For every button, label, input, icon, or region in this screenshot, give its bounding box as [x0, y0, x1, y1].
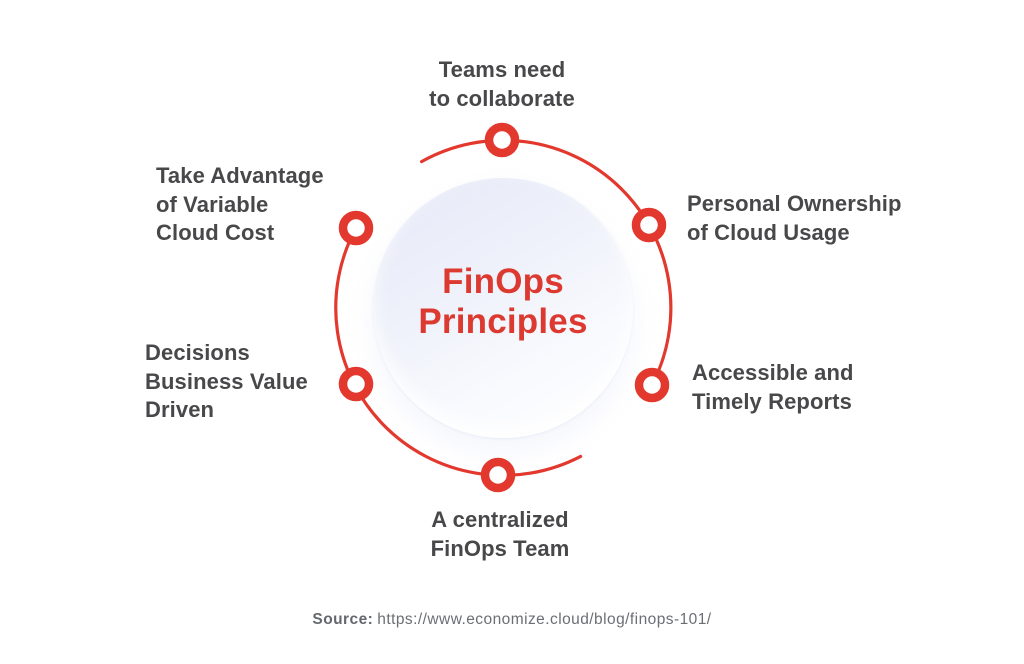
principle-label-line: of Variable — [156, 191, 269, 217]
node-a-centralized-finops-team-icon — [480, 457, 516, 493]
principle-accessible-and-timely-reports: Accessible and Timely Reports — [692, 359, 854, 416]
principle-decisions-business-value-driven: Decisions Business Value Driven — [145, 339, 308, 425]
principle-a-centralized-finops-team: A centralized FinOps Team — [388, 506, 612, 563]
principle-label-line: Accessible and — [692, 360, 854, 385]
principle-personal-ownership-of-cloud-usage: Personal Ownership of Cloud Usage — [687, 190, 902, 247]
diagram-title: FinOps Principles — [373, 262, 633, 342]
principle-label-line: Business Value — [145, 368, 308, 394]
principle-take-advantage-variable-cloud-cost: Take Advantage of Variable Cloud Cost — [156, 162, 324, 248]
principle-label-line: Personal Ownership — [687, 191, 902, 216]
node-teams-need-to-collaborate-icon — [484, 122, 520, 158]
node-decisions-business-value-driven-icon — [338, 366, 374, 402]
source-url: https://www.economize.cloud/blog/finops-… — [377, 611, 712, 628]
node-take-advantage-variable-cloud-cost-icon — [338, 210, 374, 246]
principle-label-line: Cloud Cost — [156, 220, 275, 245]
principle-label-line: Timely Reports — [692, 388, 852, 414]
principle-teams-need-to-collaborate: Teams need to collaborate — [390, 56, 614, 113]
principle-label-line: FinOps Team — [430, 535, 570, 561]
source-attribution: Source:https://www.economize.cloud/blog/… — [0, 610, 1024, 630]
principle-label-line: Decisions — [145, 340, 250, 365]
principle-label-line: to collaborate — [429, 85, 575, 111]
center-disc — [373, 178, 633, 438]
principle-label-line: Driven — [145, 397, 215, 422]
principle-label-line: Take Advantage — [156, 163, 324, 188]
ring-arc-right-segment — [420, 138, 673, 387]
principle-label-line: of Cloud Usage — [687, 219, 850, 245]
ring-arc-left-segment — [334, 226, 583, 477]
diagram-title-line1: FinOps — [442, 262, 564, 301]
principle-label-line: A centralized — [431, 507, 569, 532]
diagram-title-line2: Principles — [418, 302, 588, 341]
principle-label-line: Teams need — [438, 57, 566, 82]
node-personal-ownership-of-cloud-usage-icon — [631, 207, 667, 243]
node-accessible-and-timely-reports-icon — [634, 367, 670, 403]
source-label: Source: — [312, 611, 374, 628]
